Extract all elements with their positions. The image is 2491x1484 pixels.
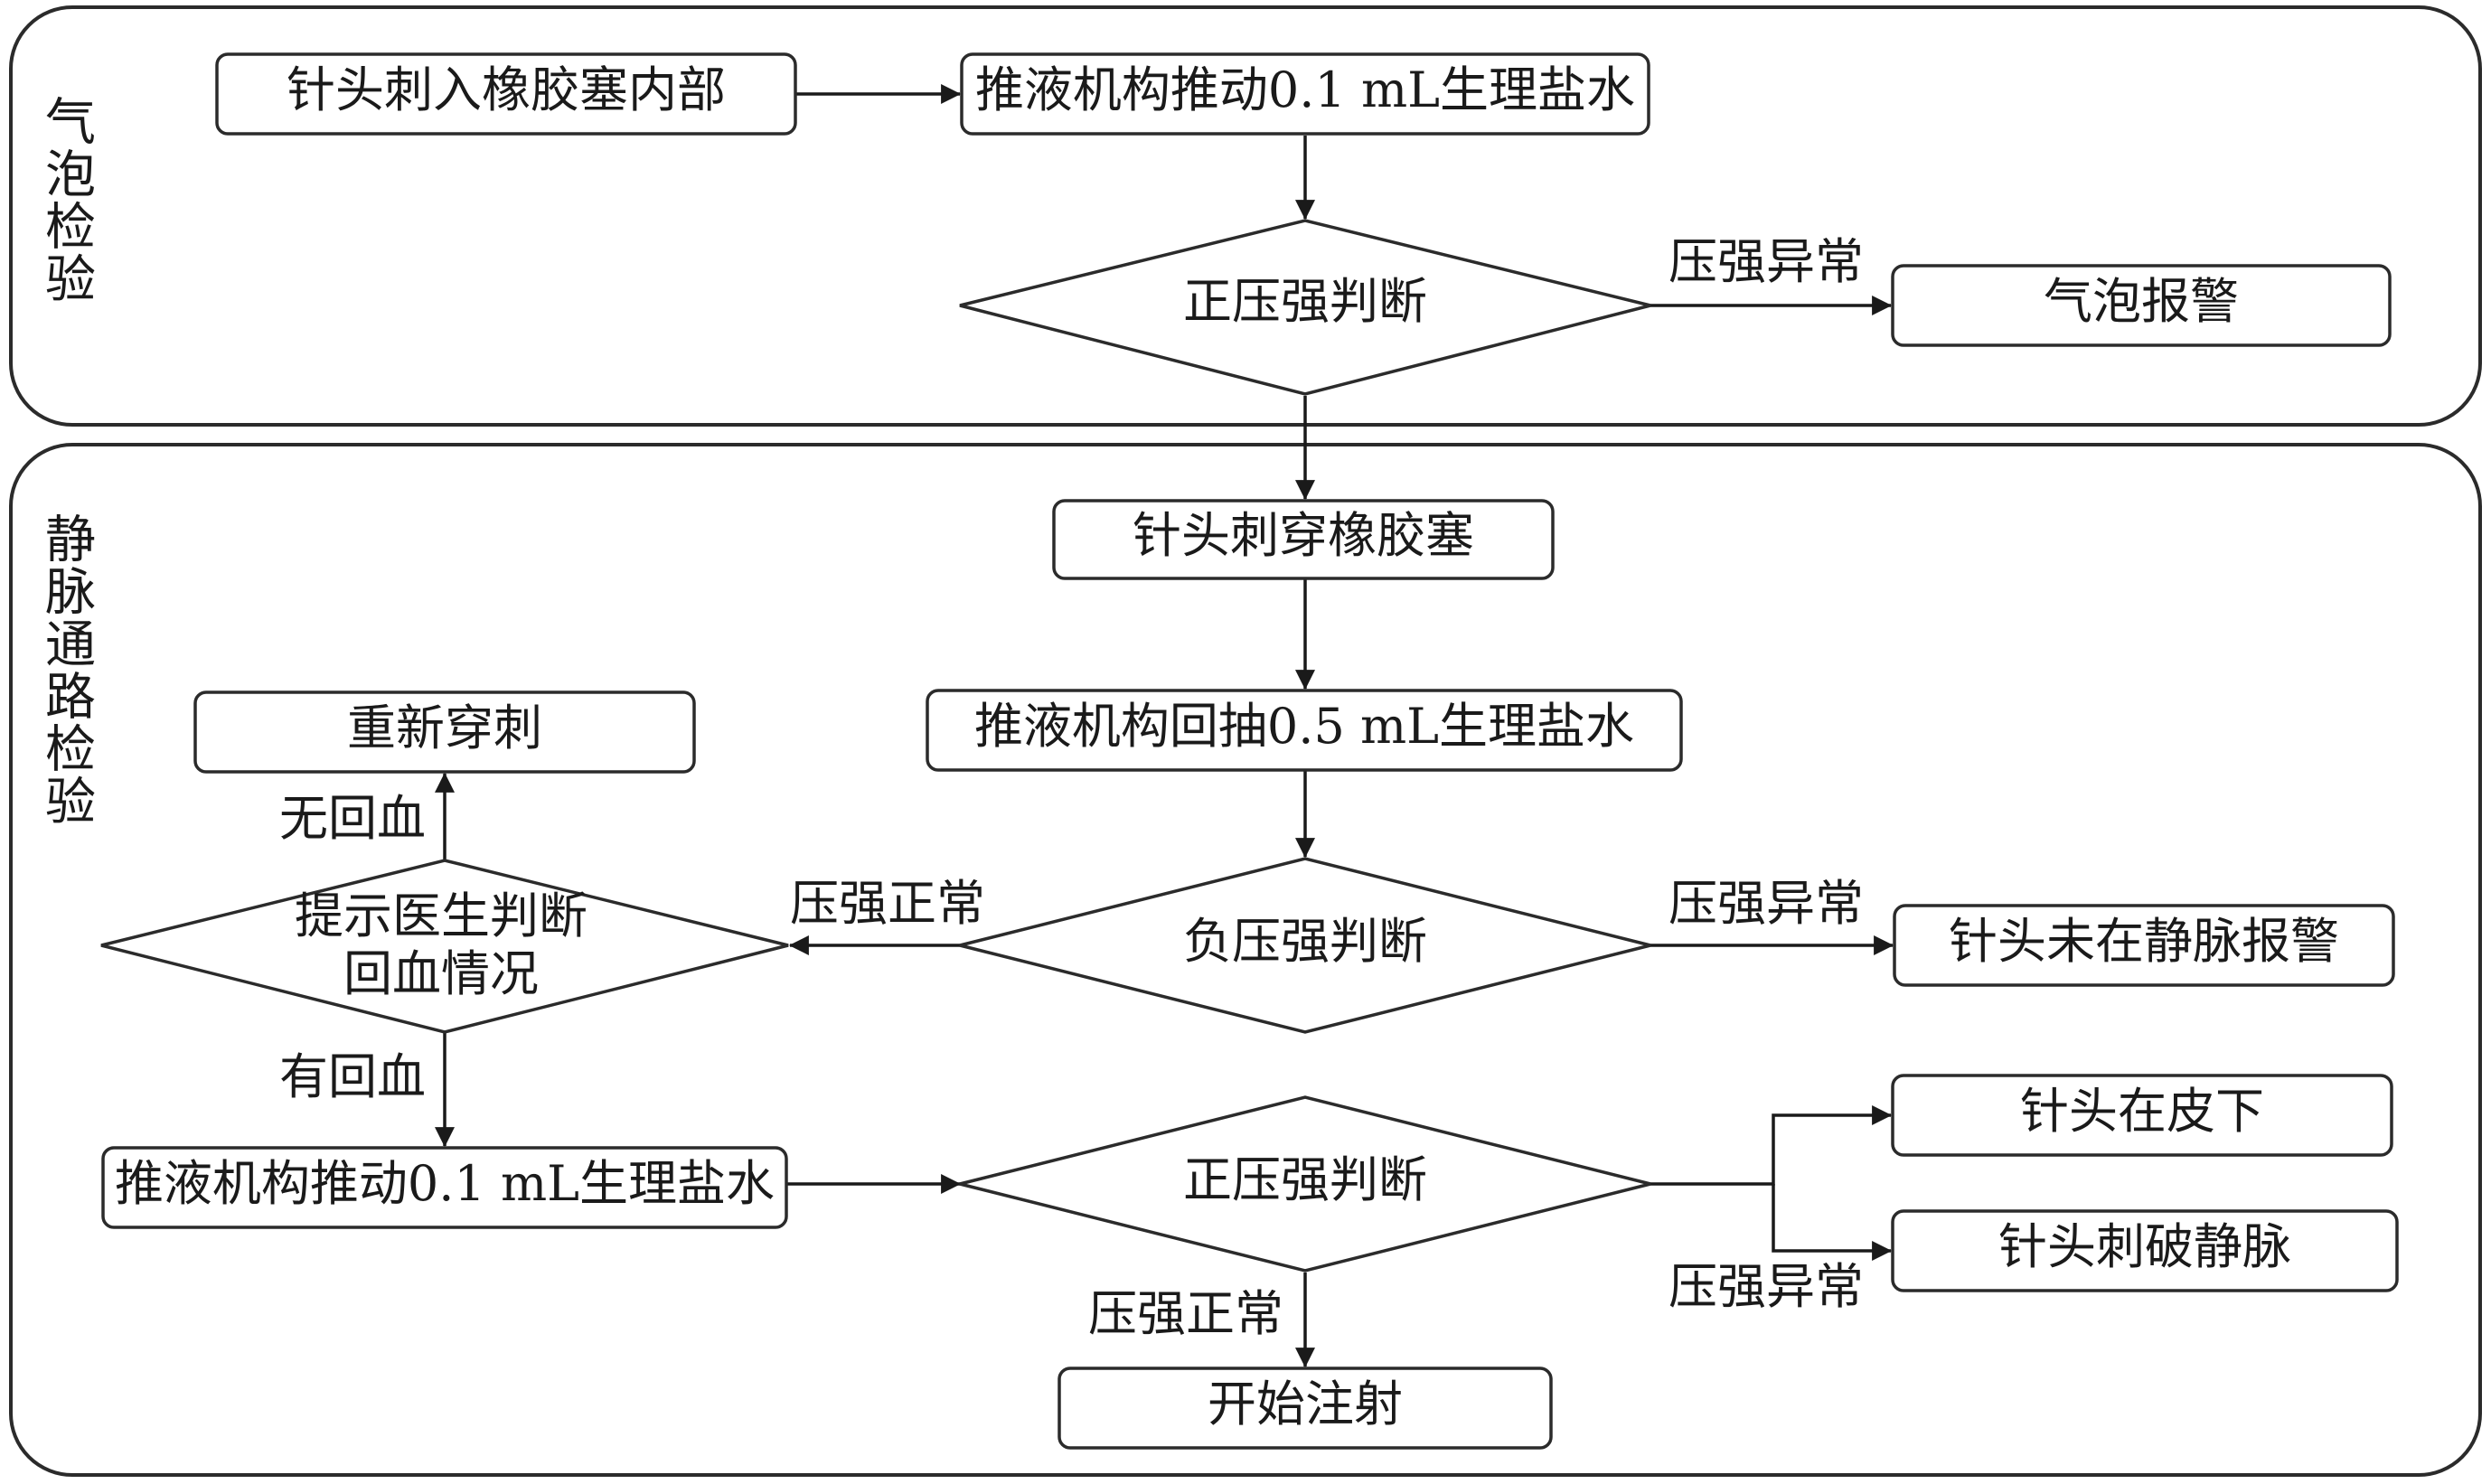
svg-text:针头在皮下: 针头在皮下 xyxy=(2020,1083,2264,1140)
node-withdraw-05: 推液机构回抽0.5 mL生理盐水 xyxy=(926,689,1683,772)
svg-text:泡: 泡 xyxy=(45,146,96,205)
label-bottom-pressure-normal: 压强正常 xyxy=(1088,1285,1283,1342)
node-needle-subcutaneous: 针头在皮下 xyxy=(1891,1074,2393,1157)
svg-text:通: 通 xyxy=(45,616,96,675)
connectors xyxy=(435,84,1894,1368)
svg-text:负压强判断: 负压强判断 xyxy=(1183,913,1427,970)
svg-text:针头刺破静脉: 针头刺破静脉 xyxy=(1998,1218,2291,1275)
label-bottom-pressure-abnormal: 压强异常 xyxy=(1668,1258,1864,1315)
label-no-blood-return: 无回血 xyxy=(279,790,426,847)
node-push-01-bottom: 推液机构推动0.1 mL生理盐水 xyxy=(101,1146,788,1229)
svg-text:气泡报警: 气泡报警 xyxy=(2044,273,2239,330)
svg-text:开始注射: 开始注射 xyxy=(1208,1376,1403,1432)
node-needle-pierced-vein: 针头刺破静脉 xyxy=(1891,1209,2399,1292)
node-repuncture: 重新穿刺 xyxy=(193,690,696,774)
node-pierce-stopper: 针头刺穿橡胶塞 xyxy=(1052,499,1555,580)
svg-text:推液机构推动0.1 mL生理盐水: 推液机构推动0.1 mL生理盐水 xyxy=(975,61,1635,118)
svg-text:回血情况: 回血情况 xyxy=(343,945,539,1002)
svg-text:推液机构回抽0.5 mL生理盐水: 推液机构回抽0.5 mL生理盐水 xyxy=(974,698,1634,755)
label-neg-pressure-normal: 压强正常 xyxy=(790,875,985,932)
iv-check-label: 静 脉 通 路 检 验 xyxy=(45,512,96,832)
svg-text:气: 气 xyxy=(45,94,96,153)
svg-text:推液机构推动0.1 mL生理盐水: 推液机构推动0.1 mL生理盐水 xyxy=(115,1155,775,1212)
svg-text:正压强判断: 正压强判断 xyxy=(1183,273,1427,330)
svg-text:提示医生判断: 提示医生判断 xyxy=(295,888,588,944)
decision-positive-pressure-top: 正压强判断 xyxy=(959,219,1651,396)
decision-prompt-doctor: 提示医生判断 回血情况 xyxy=(100,859,789,1034)
svg-text:针头刺穿橡胶塞: 针头刺穿橡胶塞 xyxy=(1133,507,1474,564)
bubble-check-label: 气 泡 检 验 xyxy=(45,94,96,310)
svg-text:脉: 脉 xyxy=(45,564,96,623)
label-top-pressure-abnormal: 压强异常 xyxy=(1668,233,1864,290)
svg-text:检: 检 xyxy=(45,721,96,780)
label-has-blood-return: 有回血 xyxy=(279,1048,426,1105)
decision-negative-pressure: 负压强判断 xyxy=(959,857,1651,1034)
svg-text:重新穿刺: 重新穿刺 xyxy=(347,700,542,756)
svg-text:检: 检 xyxy=(45,199,96,258)
svg-text:正压强判断: 正压强判断 xyxy=(1183,1151,1427,1208)
node-bubble-alarm: 气泡报警 xyxy=(1891,264,2392,347)
node-needle-not-in-vein-alarm: 针头未在静脉报警 xyxy=(1893,904,2395,987)
svg-text:静: 静 xyxy=(45,512,96,570)
decision-positive-pressure-bottom: 正压强判断 xyxy=(959,1095,1651,1273)
label-neg-pressure-abnormal: 压强异常 xyxy=(1668,875,1864,932)
svg-text:路: 路 xyxy=(45,669,96,728)
svg-text:验: 验 xyxy=(45,251,96,310)
node-push-01-top: 推液机构推动0.1 mL生理盐水 xyxy=(960,52,1650,136)
svg-text:验: 验 xyxy=(45,774,96,832)
node-start-injection: 开始注射 xyxy=(1058,1367,1553,1450)
svg-text:针头刺入橡胶塞内部: 针头刺入橡胶塞内部 xyxy=(287,61,726,118)
node-insert-stopper: 针头刺入橡胶塞内部 xyxy=(215,52,797,136)
svg-text:针头未在静脉报警: 针头未在静脉报警 xyxy=(1949,913,2339,970)
